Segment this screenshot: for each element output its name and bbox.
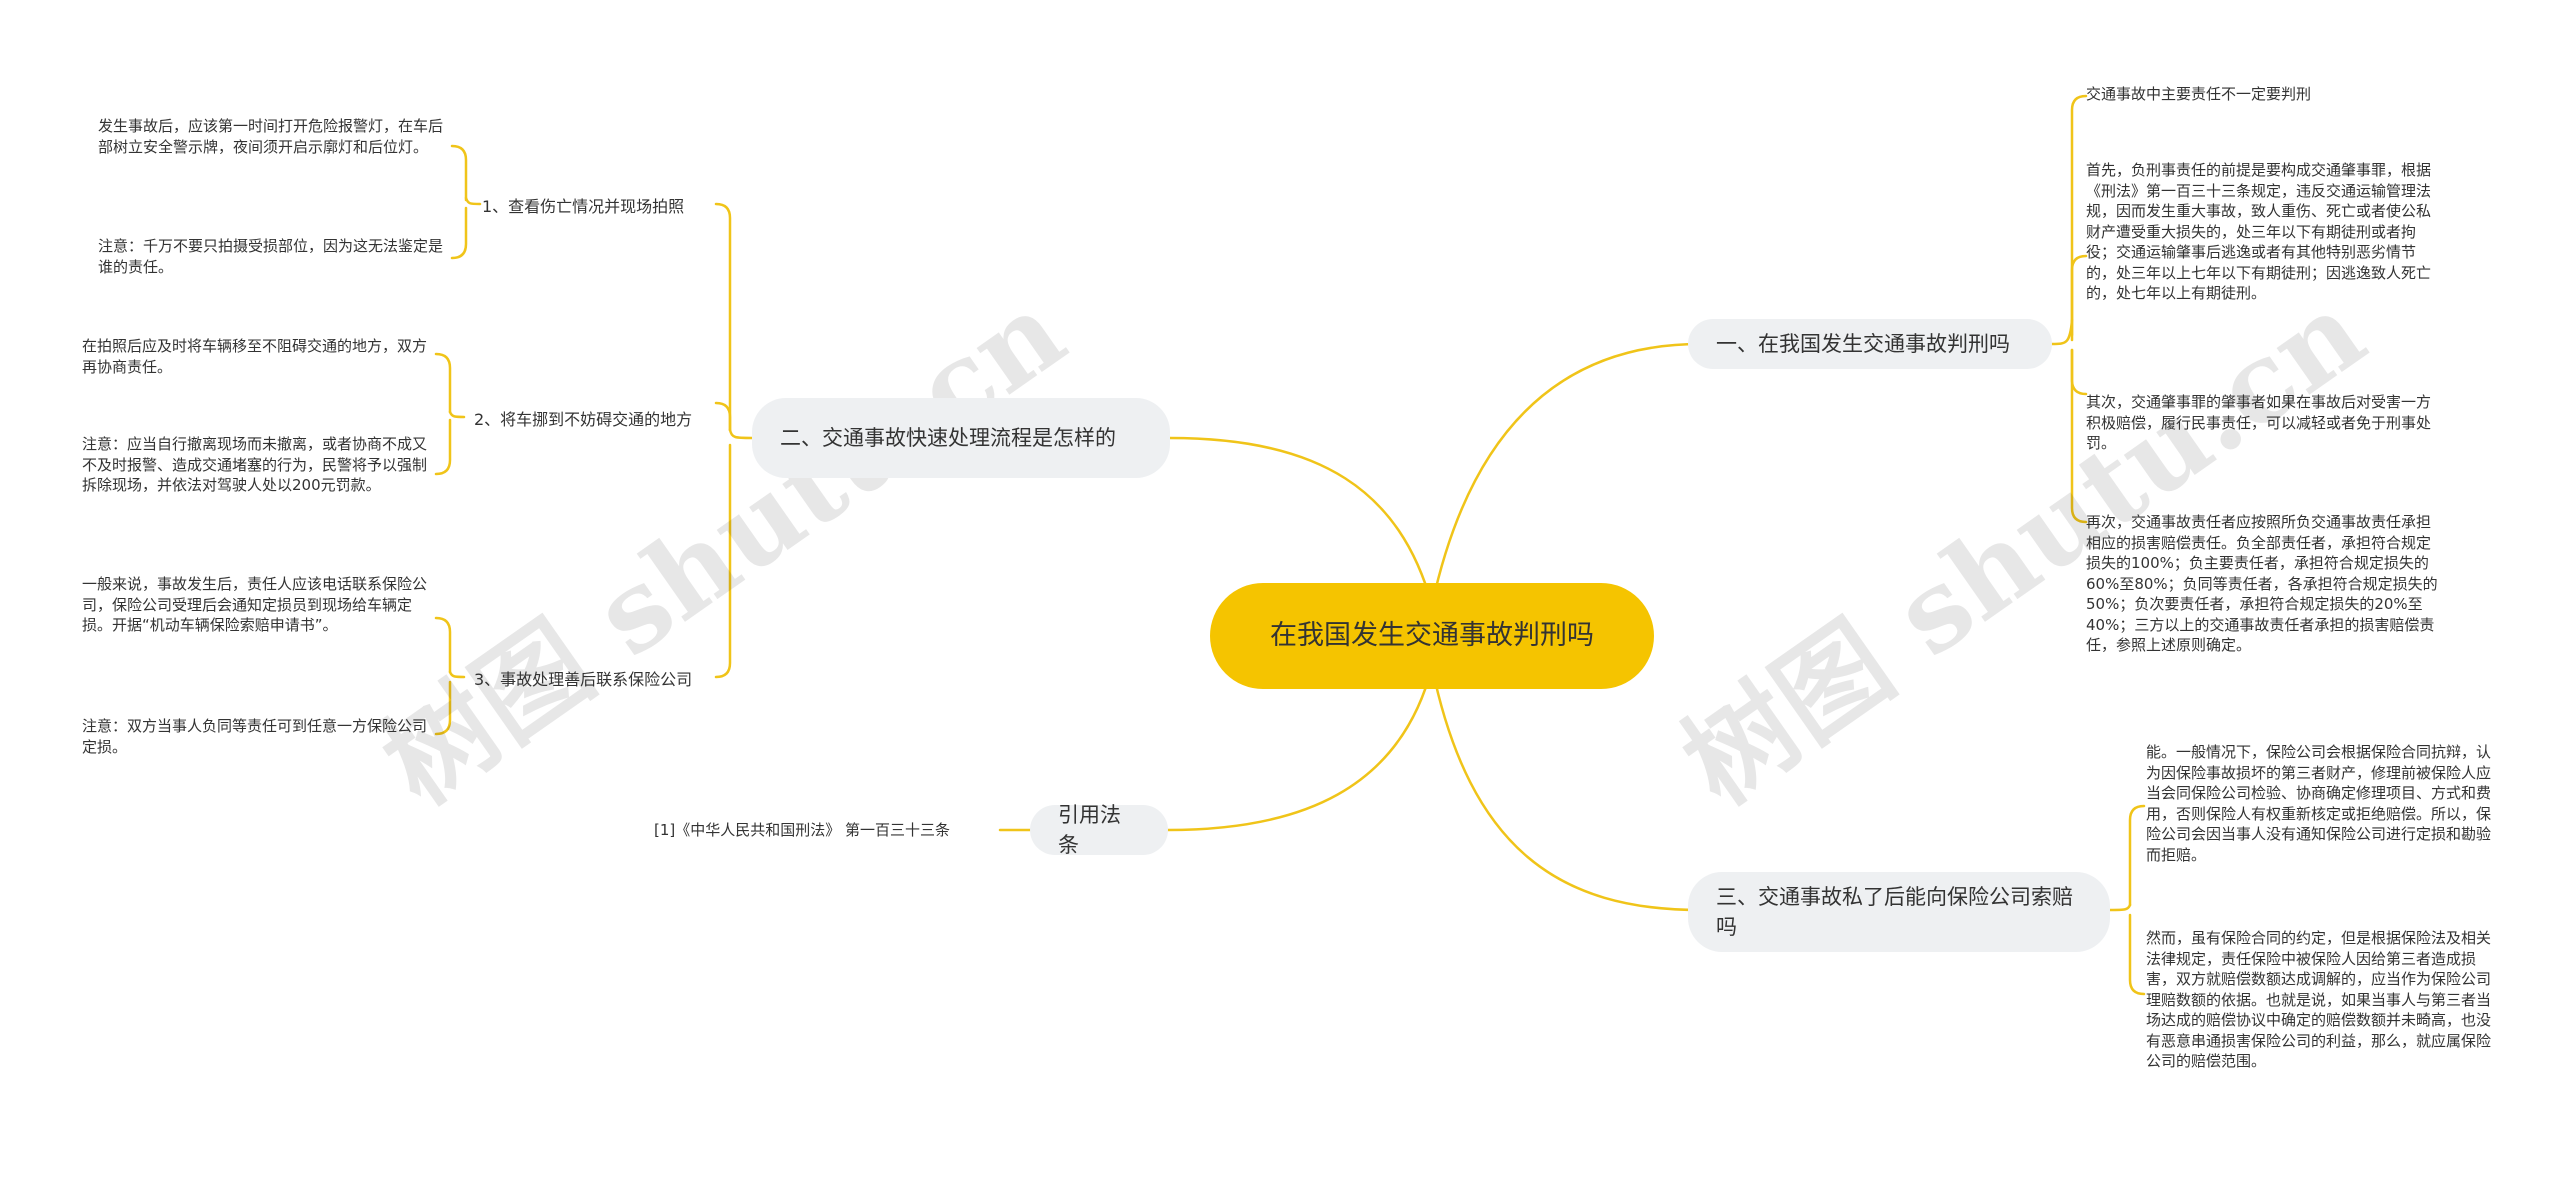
link-root-b2 (1168, 436, 1434, 607)
leaf-text: 交通事故中主要责任不一定要判刑 (2086, 85, 2312, 103)
branch-label: 二、交通事故快速处理流程是怎样的 (780, 426, 1116, 450)
sub-node-2[interactable]: 2、将车挪到不妨碍交通的地方 (474, 410, 693, 429)
branch-label: 引用法条 (1058, 803, 1121, 857)
root-node[interactable]: 在我国发生交通事故判刑吗 (1210, 583, 1654, 689)
link-b2-bracket (728, 428, 754, 440)
leaf-text: [1]《中华人民共和国刑法》 第一百三十三条 (654, 821, 951, 839)
branch-label: 一、在我国发生交通事故判刑吗 (1716, 332, 2010, 356)
leaf-text: 注意：千万不要只拍摄受损部位，因为这无法鉴定是谁的责任。 (98, 237, 444, 276)
root-title: 在我国发生交通事故判刑吗 (1270, 620, 1594, 651)
link-b1-bracket (2050, 318, 2074, 346)
leaf-text: 然而，虽有保险合同的约定，但是根据保险法及相关法律规定，责任保险中被保险人因给第… (2146, 929, 2492, 1070)
leaf-text: 注意：双方当事人负同等责任可到任意一方保险公司定损。 (82, 717, 428, 756)
link-root-b4 (1166, 665, 1434, 832)
leaf-text: 在拍照后应及时将车辆移至不阻碍交通的地方，双方再协商责任。 (82, 337, 428, 376)
branch-node-1[interactable]: 一、在我国发生交通事故判刑吗 (1688, 319, 2052, 369)
leaf-text: 注意：应当自行撤离现场而未撤离，或者协商不成又不及时报警、造成交通堵塞的行为，民… (82, 435, 428, 494)
link-root-b3 (1430, 665, 1702, 912)
branch-node-4[interactable]: 引用法条 (1030, 803, 1168, 857)
branch-label: 三、交通事故私了后能向保险公司索赔吗 (1716, 885, 2073, 939)
leaf-text: 一般来说，事故发生后，责任人应该电话联系保险公司，保险公司受理后会通知定损员到现… (82, 575, 428, 634)
leaf-text: 发生事故后，应该第一时间打开危险报警灯，在车后部树立安全警示牌，夜间须开启示廓灯… (98, 117, 444, 156)
sub-node-1[interactable]: 1、查看伤亡情况并现场拍照 (482, 197, 685, 216)
leaf-text: 首先，负刑事责任的前提是要构成交通肇事罪，根据《刑法》第一百三十三条规定，违反交… (2086, 161, 2432, 302)
branch-node-2[interactable]: 二、交通事故快速处理流程是怎样的 (752, 398, 1170, 478)
link-b3-bracket (2108, 903, 2132, 912)
link-root-b1 (1430, 342, 1702, 607)
branch-node-3[interactable]: 三、交通事故私了后能向保险公司索赔吗 (1688, 872, 2110, 952)
leaf-text: 能。一般情况下，保险公司会根据保险合同抗辩，认为因保险事故损坏的第三者财产，修理… (2146, 743, 2492, 864)
leaf-text: 其次，交通肇事罪的肇事者如果在事故后对受害一方积极赔偿，履行民事责任，可以减轻或… (2086, 393, 2432, 452)
leaf-text: 再次，交通事故责任者应按照所负交通事故责任承担相应的损害赔偿责任。负全部责任者，… (2086, 513, 2438, 654)
sub-node-3[interactable]: 3、事故处理善后联系保险公司 (474, 670, 693, 689)
